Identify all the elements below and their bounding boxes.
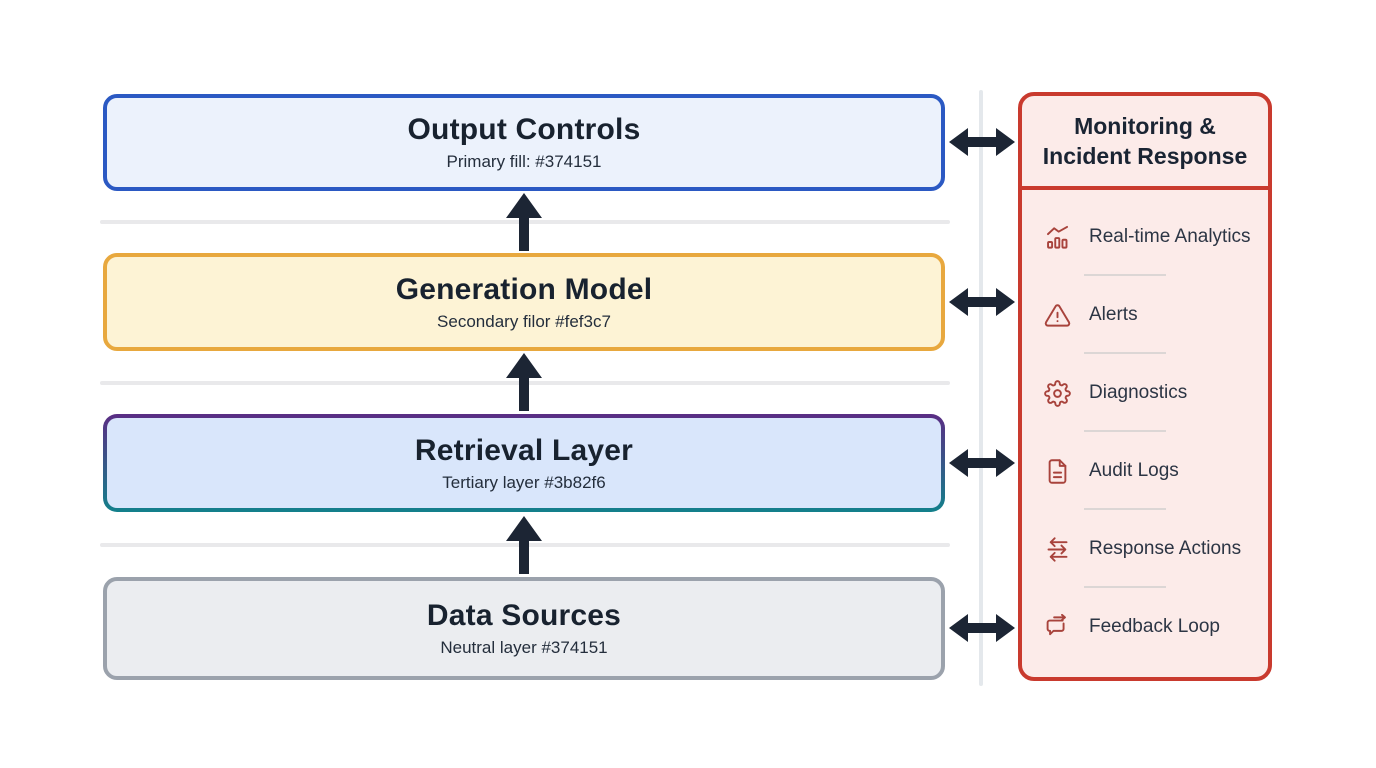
layer-box-retrieval-layer: Retrieval Layer Tertiary layer #3b82f6 xyxy=(103,414,945,512)
speech-bubble-arrow-icon xyxy=(1044,613,1071,641)
layer-box-generation-model: Generation Model Secondary filor #fef3c7 xyxy=(103,253,945,351)
panel-item-real-time-analytics: Real-time Analytics xyxy=(1022,198,1268,276)
bidirectional-arrow xyxy=(949,614,1015,642)
panel-item-label: Feedback Loop xyxy=(1089,616,1220,637)
panel-item-diagnostics: Diagnostics xyxy=(1022,354,1268,432)
layer-title: Output Controls xyxy=(407,113,641,146)
bidirectional-arrow xyxy=(949,288,1015,316)
layer-box-retrieval-inner: Retrieval Layer Tertiary layer #3b82f6 xyxy=(107,418,941,508)
bidirectional-arrow xyxy=(949,449,1015,477)
panel-item-alerts: Alerts xyxy=(1022,276,1268,354)
bar-chart-trend-icon xyxy=(1044,224,1071,251)
panel-item-response-actions: Response Actions xyxy=(1022,510,1268,588)
layer-box-output-controls: Output Controls Primary fill: #374151 xyxy=(103,94,945,191)
panel-title-line-2: Incident Response xyxy=(1042,143,1248,169)
layer-title: Data Sources xyxy=(426,599,622,632)
panel-item-feedback-loop: Feedback Loop xyxy=(1022,588,1268,666)
layer-title: Generation Model xyxy=(395,272,653,306)
layer-box-data-sources: Data Sources Neutral layer #374151 xyxy=(103,577,945,680)
panel-header: Monitoring & Incident Response xyxy=(1022,96,1268,190)
panel-item-label: Audit Logs xyxy=(1089,460,1179,481)
panel-item-label: Diagnostics xyxy=(1089,382,1188,403)
swap-arrows-icon xyxy=(1044,536,1071,563)
bidirectional-arrow xyxy=(949,128,1015,156)
alert-triangle-icon xyxy=(1044,302,1071,329)
panel-item-label: Alerts xyxy=(1089,304,1138,325)
panel-item-label: Real-time Analytics xyxy=(1089,226,1251,247)
column-divider xyxy=(979,90,983,686)
gear-icon xyxy=(1044,379,1071,407)
up-arrow xyxy=(506,193,542,251)
up-arrow xyxy=(506,516,542,574)
monitoring-panel: Monitoring & Incident Response Real-time… xyxy=(1018,92,1272,681)
up-arrow xyxy=(506,353,542,411)
panel-body: Real-time Analytics Alerts xyxy=(1022,190,1268,666)
panel-item-label: Response Actions xyxy=(1089,538,1242,559)
panel-item-audit-logs: Audit Logs xyxy=(1022,432,1268,510)
layer-title: Retrieval Layer xyxy=(414,433,634,467)
layer-subtitle: Tertiary layer #3b82f6 xyxy=(442,472,606,492)
document-lines-icon xyxy=(1044,458,1071,485)
layer-subtitle: Primary fill: #374151 xyxy=(446,152,602,171)
layer-subtitle: Secondary filor #fef3c7 xyxy=(437,311,611,331)
layer-subtitle: Neutral layer #374151 xyxy=(440,638,608,657)
panel-title-line-1: Monitoring & xyxy=(1074,112,1216,139)
